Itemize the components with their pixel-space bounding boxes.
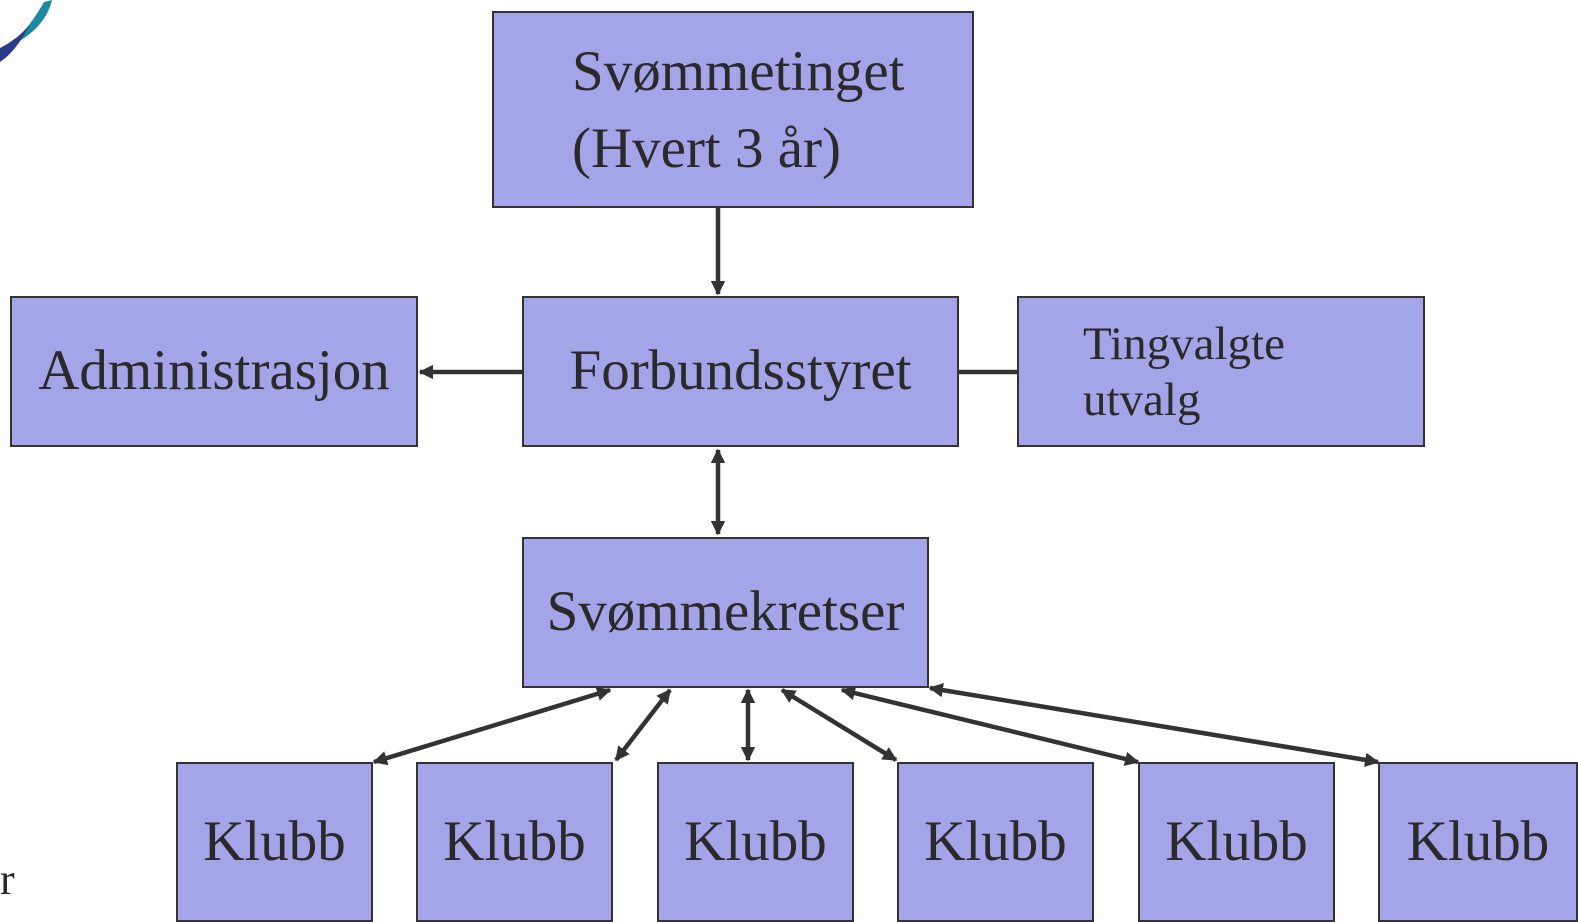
node-klubb-2: Klubb <box>416 762 613 922</box>
node-klubb-5: Klubb <box>1138 762 1335 922</box>
arrow-districts-club-5 <box>840 686 1140 766</box>
node-svommetinget-title: Svømmetinget <box>572 39 905 103</box>
node-forbundsstyret: Forbundsstyret <box>522 296 959 447</box>
node-klubb-label: Klubb <box>1165 809 1308 873</box>
node-klubb-label: Klubb <box>684 809 827 873</box>
node-klubb-label: Klubb <box>443 809 586 873</box>
arrow-districts-club-2 <box>614 688 672 762</box>
node-tingvalgte-line2: utvalg <box>1083 373 1201 426</box>
node-svommekretser-label: Svømmekretser <box>546 580 905 644</box>
node-klubb-label: Klubb <box>924 809 1067 873</box>
node-administrasjon: Administrasjon <box>10 296 418 447</box>
node-forbundsstyret-label: Forbundsstyret <box>569 339 912 403</box>
swimmer-logo-icon <box>0 0 52 62</box>
cropped-text-fragment: r <box>0 855 15 904</box>
node-svommekretser: Svømmekretser <box>522 537 929 688</box>
node-tingvalgte-line1: Tingvalgte <box>1083 317 1285 370</box>
node-administrasjon-label: Administrasjon <box>38 339 390 403</box>
arrow-districts-club-1 <box>372 686 612 766</box>
node-klubb-label: Klubb <box>1406 809 1550 873</box>
node-klubb-6: Klubb <box>1378 762 1578 922</box>
node-svommetinget-subtitle: (Hvert 3 år) <box>572 116 842 180</box>
node-klubb-4: Klubb <box>897 762 1094 922</box>
node-tingvalgte-utvalg: Tingvalgte utvalg <box>1017 296 1425 447</box>
node-klubb-3: Klubb <box>657 762 854 922</box>
node-svommetinget: Svømmetinget (Hvert 3 år) <box>492 11 974 208</box>
node-klubb-1: Klubb <box>176 762 373 922</box>
node-klubb-label: Klubb <box>203 809 346 873</box>
arrow-districts-club-6 <box>928 683 1380 767</box>
